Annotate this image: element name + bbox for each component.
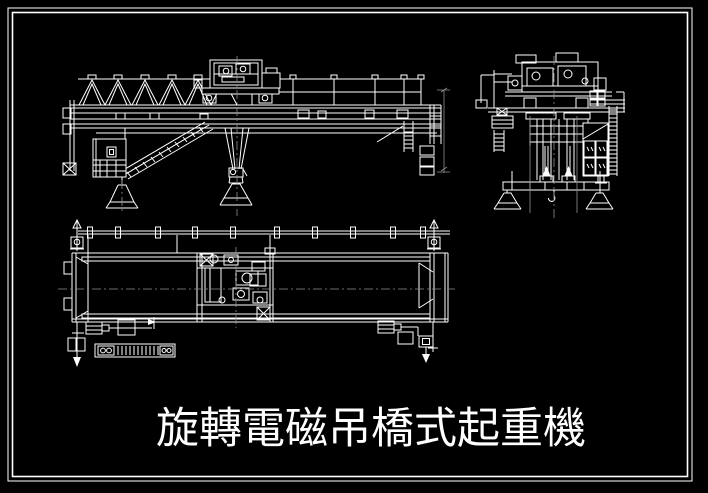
truss-railing — [78, 74, 238, 106]
hoist-ropes — [224, 127, 250, 170]
hook-block — [228, 167, 248, 184]
resistor-box — [94, 343, 176, 358]
drawing-title: 旋轉電磁吊橋式起重機 — [156, 406, 586, 453]
drive-shaft — [78, 226, 450, 255]
left-end-carriage — [62, 100, 77, 176]
travel-drive-left — [67, 317, 156, 367]
trolley-end — [505, 52, 612, 109]
right-end-structure — [419, 105, 442, 176]
electrical-cabinet — [582, 122, 609, 177]
bridge-plan-outline — [63, 252, 449, 323]
access-ladder — [376, 121, 414, 152]
front-elevation-view — [62, 56, 450, 216]
plan-view — [58, 218, 455, 367]
end-view-drop-lines — [529, 116, 578, 213]
travel-drive-right — [377, 320, 438, 363]
electromagnet-left — [105, 184, 139, 209]
trolley-plan — [196, 253, 274, 322]
shaft-end-posts — [70, 218, 441, 251]
side-elevation-view — [475, 52, 625, 218]
electromagnet-center — [219, 183, 253, 206]
height-dimension-line — [437, 87, 450, 173]
plan-view-centerlines — [58, 247, 455, 328]
front-view-centerlines — [121, 56, 238, 216]
operator-cab — [92, 128, 127, 185]
trolley-front — [193, 59, 281, 104]
end-carriage — [491, 107, 591, 180]
bridge-platform-end — [475, 70, 625, 113]
bridge-girder — [70, 78, 441, 134]
inclined-stairway — [119, 121, 214, 180]
drawing-frame — [7, 7, 693, 482]
